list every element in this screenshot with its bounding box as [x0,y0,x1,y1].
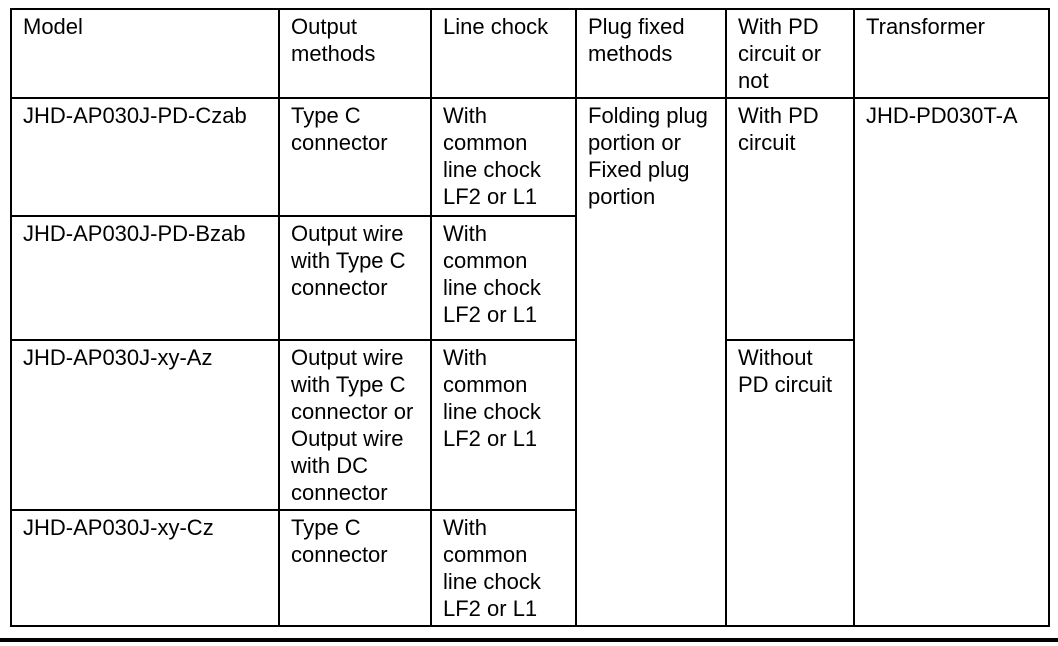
header-plug-fixed-methods: Plug fixed methods [575,8,727,99]
table-row: JHD-AP030J-PD-Czab Type C connector With… [10,97,1050,627]
model-spec-table: Model Output methods Line chock Plug fix… [10,8,1050,627]
header-output-methods: Output methods [278,8,432,99]
cell-with-pd-merged: With PD circuit [725,97,855,341]
cell-plug-fixed-merged: Folding plug portion or Fixed plug porti… [575,97,727,627]
cell-model-3: JHD-AP030J-xy-Cz [10,509,280,627]
page-bottom-rule [0,638,1058,642]
cell-output-2: Output wire with Type C connector or Out… [278,339,432,511]
table-row: JHD-AP030J-xy-Az Output wire with Type C… [10,339,1049,627]
header-model: Model [10,8,280,99]
header-line-chock: Line chock [430,8,577,99]
cell-transformer-merged: JHD-PD030T-A [853,97,1050,627]
cell-model-0: JHD-AP030J-PD-Czab [10,97,280,217]
cell-model-1: JHD-AP030J-PD-Bzab [10,215,280,341]
cell-chock-0: With common line chock LF2 or L1 [430,97,577,217]
header-transformer: Transformer [853,8,1050,99]
header-row: Model Output methods Line chock Plug fix… [10,8,1050,99]
cell-model-2: JHD-AP030J-xy-Az [10,339,280,511]
table-row: JHD-AP030J-xy-Cz Type C connector With c… [10,509,1049,627]
cell-chock-3: With common line chock LF2 or L1 [430,509,577,627]
cell-output-1: Output wire with Type C connector [278,215,432,341]
cell-without-pd-merged: Without PD circuit [725,339,855,627]
header-pd-circuit: With PD circuit or not [725,8,855,99]
cell-chock-2: With common line chock LF2 or L1 [430,339,577,511]
cell-output-3: Type C connector [278,509,432,627]
cell-output-0: Type C connector [278,97,432,217]
table-row: JHD-AP030J-PD-Bzab Output wire with Type… [10,215,1049,341]
cell-chock-1: With common line chock LF2 or L1 [430,215,577,341]
